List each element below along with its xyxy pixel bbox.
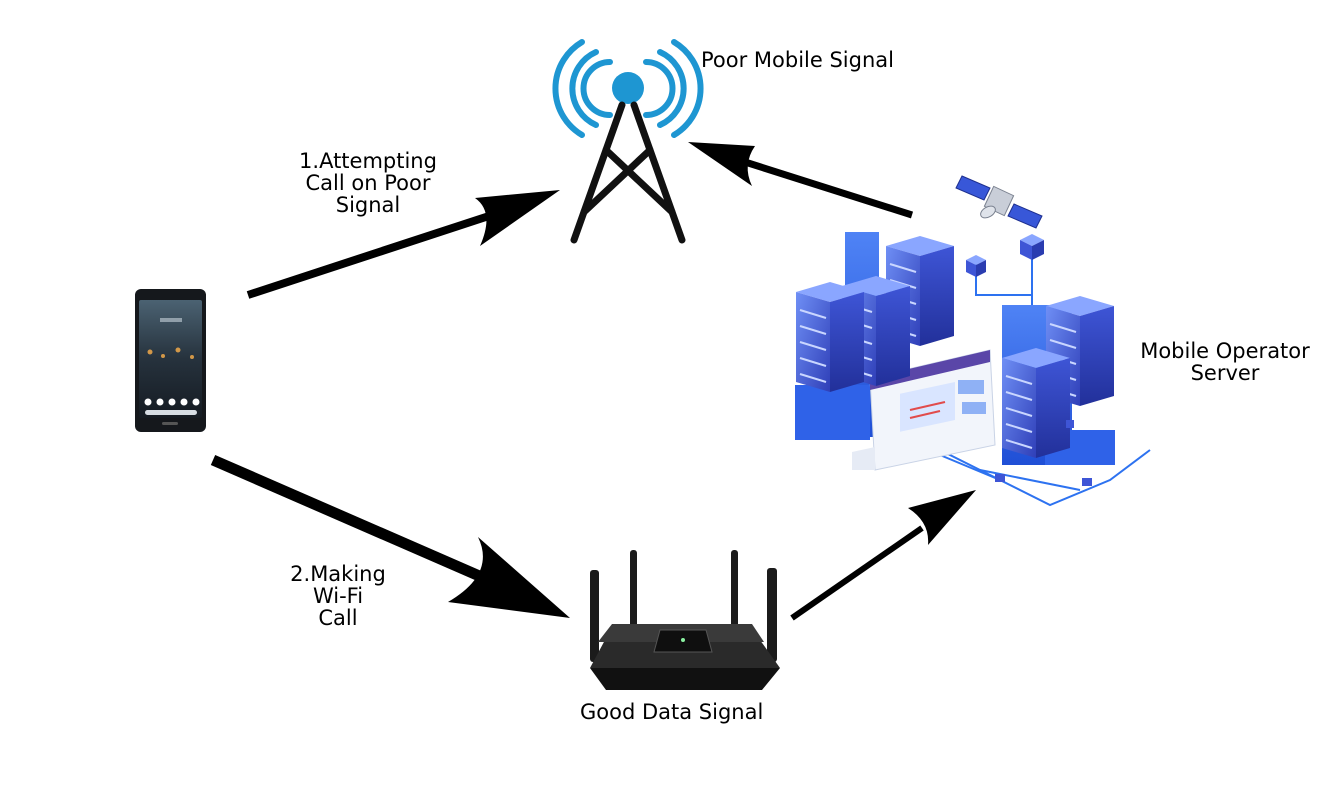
step2-line: 2.Making [290,562,386,586]
router-label: Good Data Signal [580,700,764,724]
tower-label: Poor Mobile Signal [701,48,894,72]
satellite-icon [955,175,1043,229]
step1-line: Signal [335,193,401,217]
step2-label: 2.Making Wi-Fi Call [248,563,428,629]
step1-line: 1.Attempting [299,149,437,173]
step1-line: Call on Poor [305,171,431,195]
smartphone-icon [135,289,206,432]
step1-label: 1.Attempting Call on Poor Signal [268,150,468,216]
server-line: Mobile Operator [1140,339,1310,363]
step2-line: Call [318,606,358,630]
arrow-phone-to-router [210,454,570,618]
cell-tower-icon [552,39,704,244]
arrow-router-to-server [790,490,976,621]
wifi-router-icon [590,550,780,690]
arrow-phone-to-tower [246,190,560,299]
server-line: Server [1190,361,1260,385]
server-cluster-icon [795,232,1151,507]
arrow-server-to-tower [688,142,914,219]
server-label: Mobile Operator Server [1120,340,1330,384]
step2-line: Wi-Fi [312,584,364,608]
